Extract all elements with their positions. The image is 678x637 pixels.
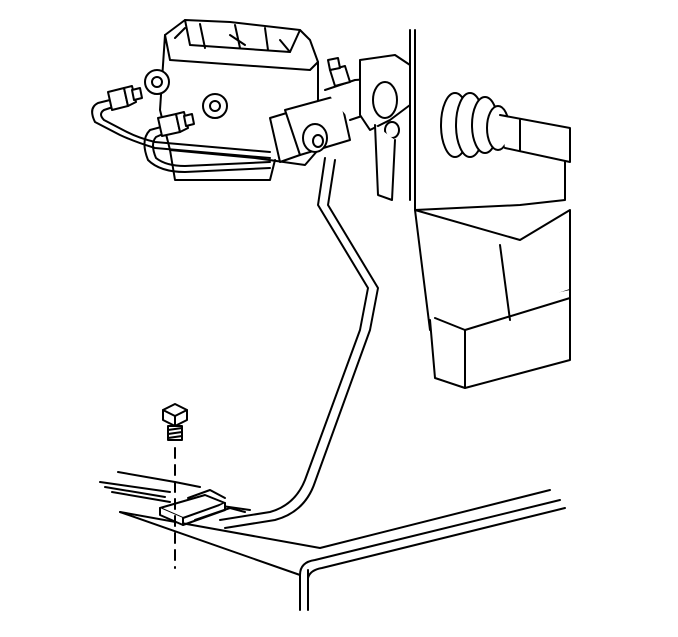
mounting-bolt [163,404,187,440]
retaining-clip [160,490,245,525]
booster-flange [270,55,410,200]
brake-pipe [220,158,378,528]
brake-booster [410,30,570,388]
frame-rail [100,472,565,610]
brake-lines [92,97,270,172]
brake-line-fitting [108,86,194,136]
